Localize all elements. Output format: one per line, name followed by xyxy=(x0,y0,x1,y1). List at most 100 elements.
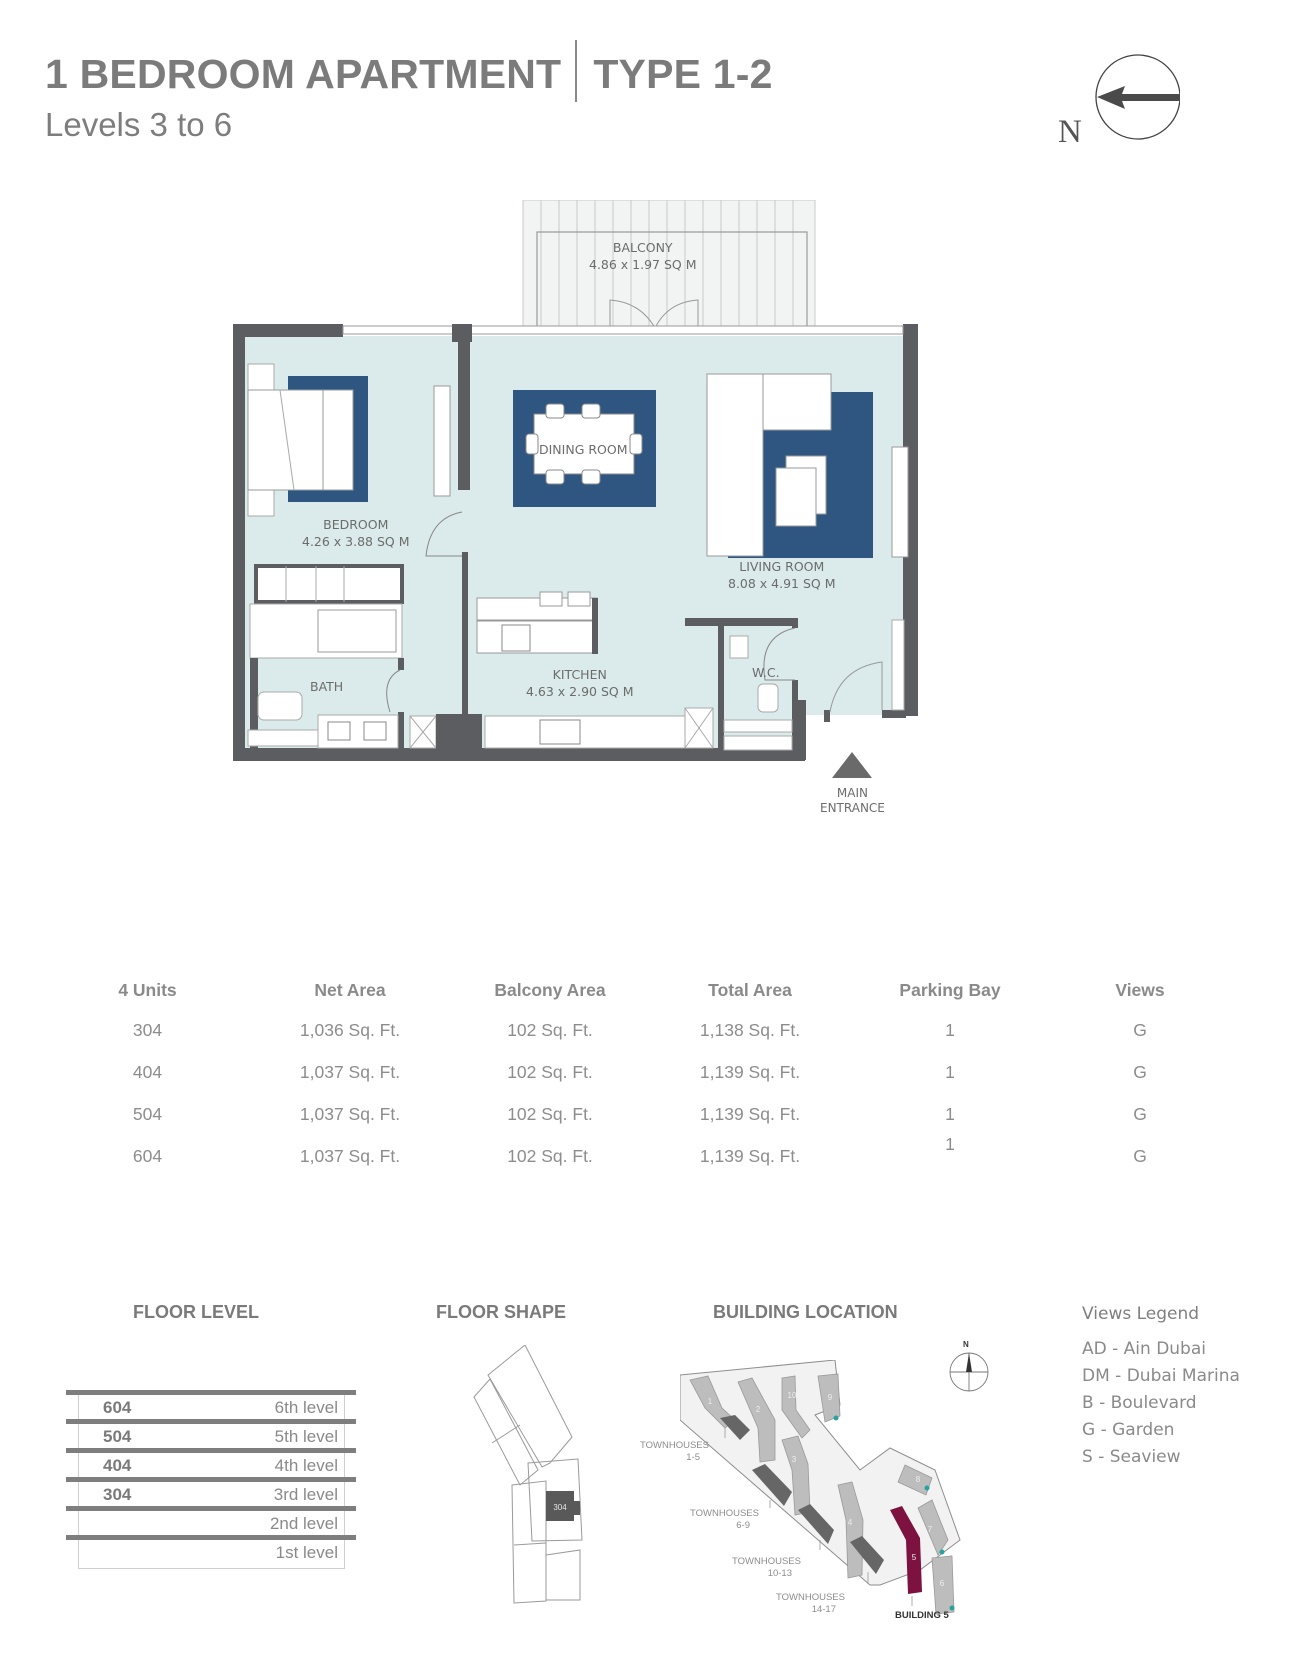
svg-text:7: 7 xyxy=(928,1525,933,1534)
label-line2: 1-5 xyxy=(686,1452,700,1463)
room-label-bath: BATH xyxy=(310,678,343,695)
cell-total-area: 1,138 Sq. Ft. xyxy=(699,1020,801,1040)
level-name: 5th level xyxy=(274,1427,338,1446)
level-divider xyxy=(66,1419,356,1424)
header-balcony-area: Balcony Area xyxy=(494,980,606,1000)
legend-item: G - Garden xyxy=(1082,1420,1175,1440)
svg-text:3: 3 xyxy=(792,1455,797,1464)
cell-total-area: 1,139 Sq. Ft. xyxy=(699,1104,801,1124)
level-row: 504 5th level xyxy=(78,1424,345,1452)
cell-net-area: 1,036 Sq. Ft. xyxy=(299,1020,401,1040)
room-name: LIVING ROOM xyxy=(739,559,825,574)
floor-plan: BALCONY 4.86 x 1.97 SQ M DINING ROOM BED… xyxy=(230,199,930,830)
cell-views: G xyxy=(1133,1020,1147,1040)
townhouses-14-17-label: TOWNHOUSES 14-17 xyxy=(776,1592,845,1616)
apartment-type: TYPE 1-2 xyxy=(593,51,773,97)
cell-parking-bay: 1 xyxy=(945,1104,955,1124)
entrance-line1: MAIN xyxy=(836,786,868,800)
townhouses-6-9-label: TOWNHOUSES 6-9 xyxy=(690,1508,759,1532)
label-line2: 14-17 xyxy=(811,1604,836,1615)
svg-text:4: 4 xyxy=(848,1518,853,1527)
cell-balcony-area: 102 Sq. Ft. xyxy=(507,1104,593,1124)
svg-text:8: 8 xyxy=(916,1475,921,1484)
svg-text:9: 9 xyxy=(828,1393,833,1402)
cell-total-area: 1,139 Sq. Ft. xyxy=(699,1146,801,1166)
level-name: 2nd level xyxy=(269,1514,338,1533)
cell-unit: 304 xyxy=(132,1020,163,1040)
title-divider xyxy=(575,40,578,102)
building-5-label: BUILDING 5 xyxy=(895,1610,949,1621)
room-label-living: LIVING ROOM 8.08 x 4.91 SQ M xyxy=(728,558,836,592)
cell-net-area: 1,037 Sq. Ft. xyxy=(299,1062,401,1082)
room-size: 8.08 x 4.91 SQ M xyxy=(728,576,836,591)
levels-subtitle: Levels 3 to 6 xyxy=(45,106,233,143)
level-divider xyxy=(66,1477,356,1482)
page-title: 1 BEDROOM APARTMENT TYPE 1-2 xyxy=(45,40,773,102)
level-divider xyxy=(66,1535,356,1540)
level-unit: 304 xyxy=(103,1485,132,1504)
apartment-title: 1 BEDROOM APARTMENT xyxy=(45,51,562,97)
legend-item: DM - Dubai Marina xyxy=(1082,1366,1240,1386)
level-name: 1st level xyxy=(275,1543,338,1562)
room-name: W.C. xyxy=(752,665,780,680)
cell-unit: 504 xyxy=(132,1104,163,1124)
entrance-line2: ENTRANCE xyxy=(820,801,885,815)
room-label-balcony: BALCONY 4.86 x 1.97 SQ M xyxy=(589,239,697,273)
views-legend-title: Views Legend xyxy=(1082,1304,1200,1324)
level-unit: 404 xyxy=(103,1456,132,1475)
highlight-unit-label: 304 xyxy=(553,1503,567,1512)
site-north-label: N xyxy=(963,1340,969,1349)
floor-shape-diagram: 304 xyxy=(470,1344,600,1605)
cell-unit: 604 xyxy=(132,1146,163,1166)
level-divider xyxy=(66,1448,356,1453)
label-line1: TOWNHOUSES xyxy=(640,1440,709,1451)
room-name: DINING ROOM xyxy=(539,442,628,457)
header-total-area: Total Area xyxy=(708,980,792,1000)
label-line1: TOWNHOUSES xyxy=(690,1508,759,1519)
header-parking-bay: Parking Bay xyxy=(899,980,1001,1000)
cell-balcony-area: 102 Sq. Ft. xyxy=(507,1146,593,1166)
site-north-arrow-icon: N xyxy=(948,1340,990,1400)
north-label: N xyxy=(1058,114,1082,150)
cell-views: G xyxy=(1133,1146,1147,1166)
north-arrow-icon: N xyxy=(1055,50,1181,155)
level-row: 604 6th level xyxy=(78,1395,345,1423)
cell-parking-bay: 1 xyxy=(945,1062,955,1082)
level-row: 304 3rd level xyxy=(78,1482,345,1510)
room-name: KITCHEN xyxy=(552,667,607,682)
svg-text:1: 1 xyxy=(708,1397,713,1406)
room-name: BALCONY xyxy=(612,240,673,255)
cell-parking-bay: 1 xyxy=(945,1020,955,1040)
svg-text:6: 6 xyxy=(940,1579,945,1588)
room-size: 4.63 x 2.90 SQ M xyxy=(526,684,634,699)
svg-text:10: 10 xyxy=(788,1391,797,1400)
cell-views: G xyxy=(1133,1104,1147,1124)
header-net-area: Net Area xyxy=(314,980,386,1000)
cell-balcony-area: 102 Sq. Ft. xyxy=(507,1020,593,1040)
cell-net-area: 1,037 Sq. Ft. xyxy=(299,1104,401,1124)
cell-unit: 404 xyxy=(132,1062,163,1082)
townhouses-10-13-label: TOWNHOUSES 10-13 xyxy=(732,1556,801,1580)
cell-parking-bay: 1 xyxy=(945,1134,955,1154)
level-row: 2nd level xyxy=(78,1511,345,1539)
room-size: 4.26 x 3.88 SQ M xyxy=(302,534,410,549)
svg-text:2: 2 xyxy=(756,1405,761,1414)
room-name: BATH xyxy=(310,679,344,694)
legend-item: AD - Ain Dubai xyxy=(1082,1339,1206,1359)
level-name: 6th level xyxy=(274,1398,338,1417)
views-legend-list: AD - Ain Dubai DM - Dubai Marina B - Bou… xyxy=(1082,1336,1240,1471)
floor-shape-title: FLOOR SHAPE xyxy=(436,1302,567,1322)
header-units: 4 Units xyxy=(118,980,177,1000)
room-label-wc: W.C. xyxy=(752,664,780,681)
level-name: 4th level xyxy=(274,1456,338,1475)
room-name: BEDROOM xyxy=(323,517,389,532)
cell-views: G xyxy=(1133,1062,1147,1082)
legend-item: S - Seaview xyxy=(1082,1447,1181,1467)
cell-net-area: 1,037 Sq. Ft. xyxy=(299,1146,401,1166)
floor-level-title: FLOOR LEVEL xyxy=(133,1302,259,1322)
level-name: 3rd level xyxy=(273,1485,338,1504)
room-size: 4.86 x 1.97 SQ M xyxy=(589,257,697,272)
label-line2: 6-9 xyxy=(736,1520,750,1531)
building-location-title: BUILDING LOCATION xyxy=(713,1302,898,1322)
